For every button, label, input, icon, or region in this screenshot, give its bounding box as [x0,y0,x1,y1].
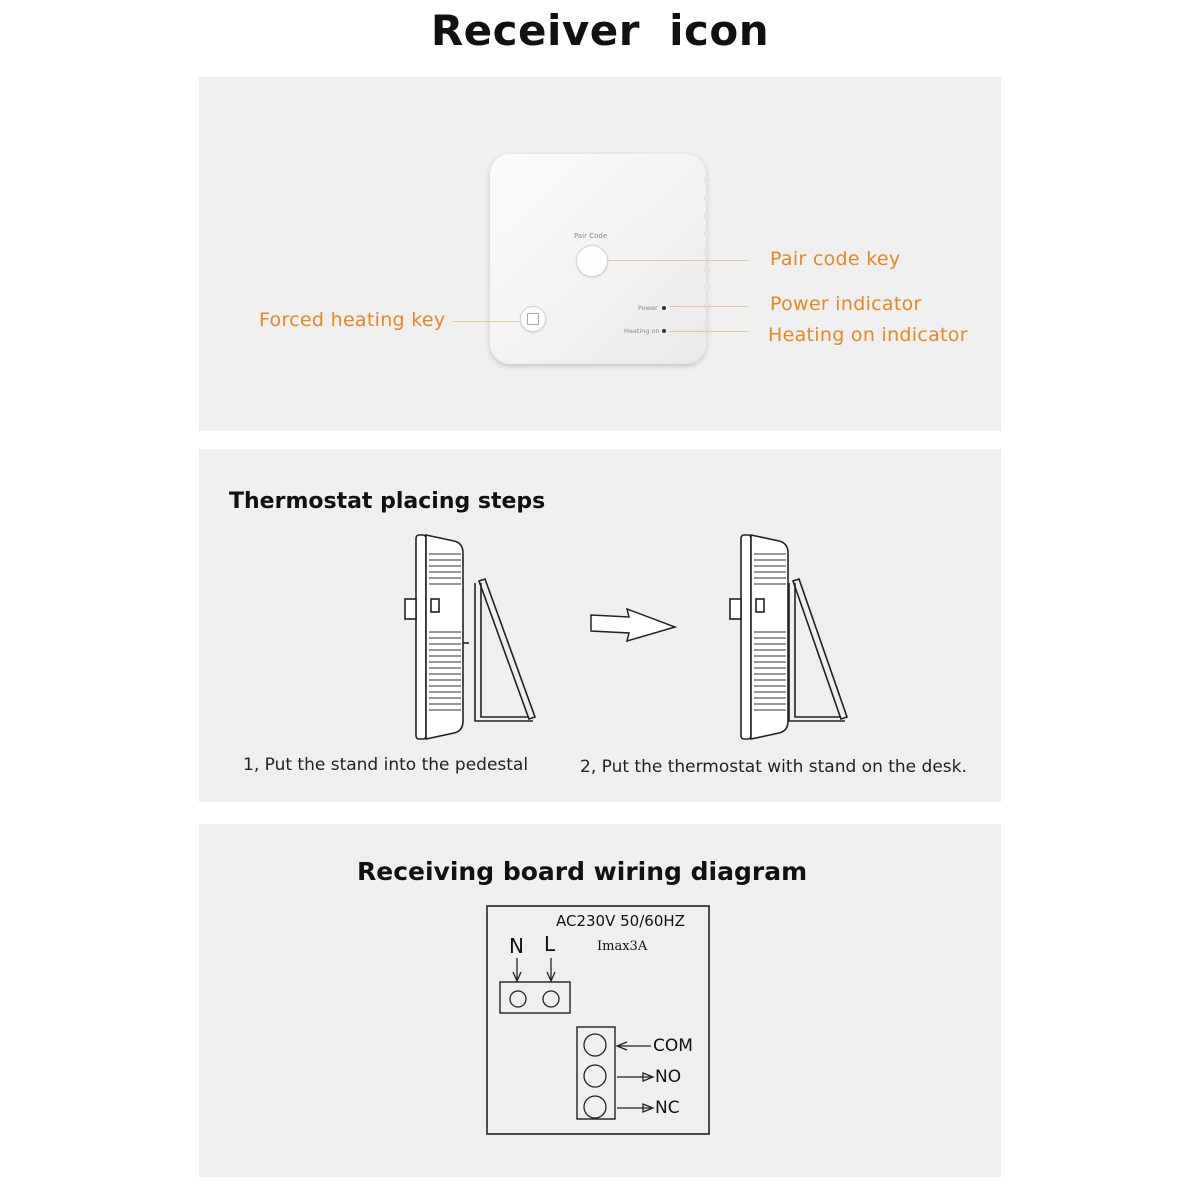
pair-code-label: Pair Code [574,232,608,240]
terminal-l [542,990,560,1008]
vent-slot [704,248,710,255]
page-title: Receiver icon [430,6,770,55]
vent-slot [704,320,710,327]
arrow-down-icon [512,958,556,983]
terminal-com [583,1033,607,1057]
terminal-n-label: N [509,934,524,958]
wiring-diagram [486,905,710,1135]
receiving-board-outline [486,905,710,1135]
receiver-panel: Pair Code Power Heating on Pair code key… [199,77,1001,431]
step-2-caption: 2, Put the thermostat with stand on the … [580,757,967,777]
heating-on-indicator-callout: Heating on indicator [768,324,968,346]
placing-steps-illustration [404,534,849,740]
vent-slot [704,284,710,291]
power-label: Power [638,304,658,312]
terminal-l-label: L [544,932,556,956]
vent-slot [704,176,710,183]
thermostat-side-view [404,534,469,740]
current-label: Imax3A [597,939,648,954]
forced-heating-key-callout: Forced heating key [259,309,446,331]
wiring-panel: Receiving board wiring diagram AC230V 50… [199,824,1001,1177]
stand [474,577,537,722]
vent-slot [704,212,710,219]
power-led [662,306,666,310]
placing-steps-panel: Thermostat placing steps [199,449,1001,802]
placing-steps-title: Thermostat placing steps [229,489,546,514]
forced-heating-leader [453,321,519,322]
thermostat-with-stand [729,534,789,740]
vent-slot [704,230,710,237]
arrow-right-icon [617,1072,655,1113]
nc-label: NC [655,1098,680,1118]
heating-on-label: Heating on [624,327,660,335]
heating-on-led [662,329,666,333]
vent-slot [704,194,710,201]
arrow-right-icon [590,607,678,643]
pair-code-leader [607,260,748,261]
flame-icon [527,313,539,325]
voltage-label: AC230V 50/60HZ [556,912,685,930]
receiver-device: Pair Code Power Heating on [490,154,710,364]
step-1-caption: 1, Put the stand into the pedestal [243,755,529,775]
wiring-title: Receiving board wiring diagram [357,857,808,886]
relay-terminal-block [576,1026,616,1120]
com-label: COM [653,1036,693,1056]
nl-terminal-block [499,981,571,1014]
arrow-left-icon [615,1041,651,1051]
power-leader [669,306,748,307]
vent-slot [704,266,710,273]
pair-code-key-callout: Pair code key [770,248,901,270]
thermostat-fins [429,553,461,711]
terminal-nc [583,1095,607,1119]
power-indicator-callout: Power indicator [770,293,922,315]
heating-on-leader [669,331,748,332]
pair-code-button[interactable] [576,245,608,277]
terminal-no [583,1064,607,1088]
vent-slot [704,302,710,309]
no-label: NO [655,1067,682,1087]
terminal-n [509,990,527,1008]
forced-heating-button[interactable] [520,306,546,332]
